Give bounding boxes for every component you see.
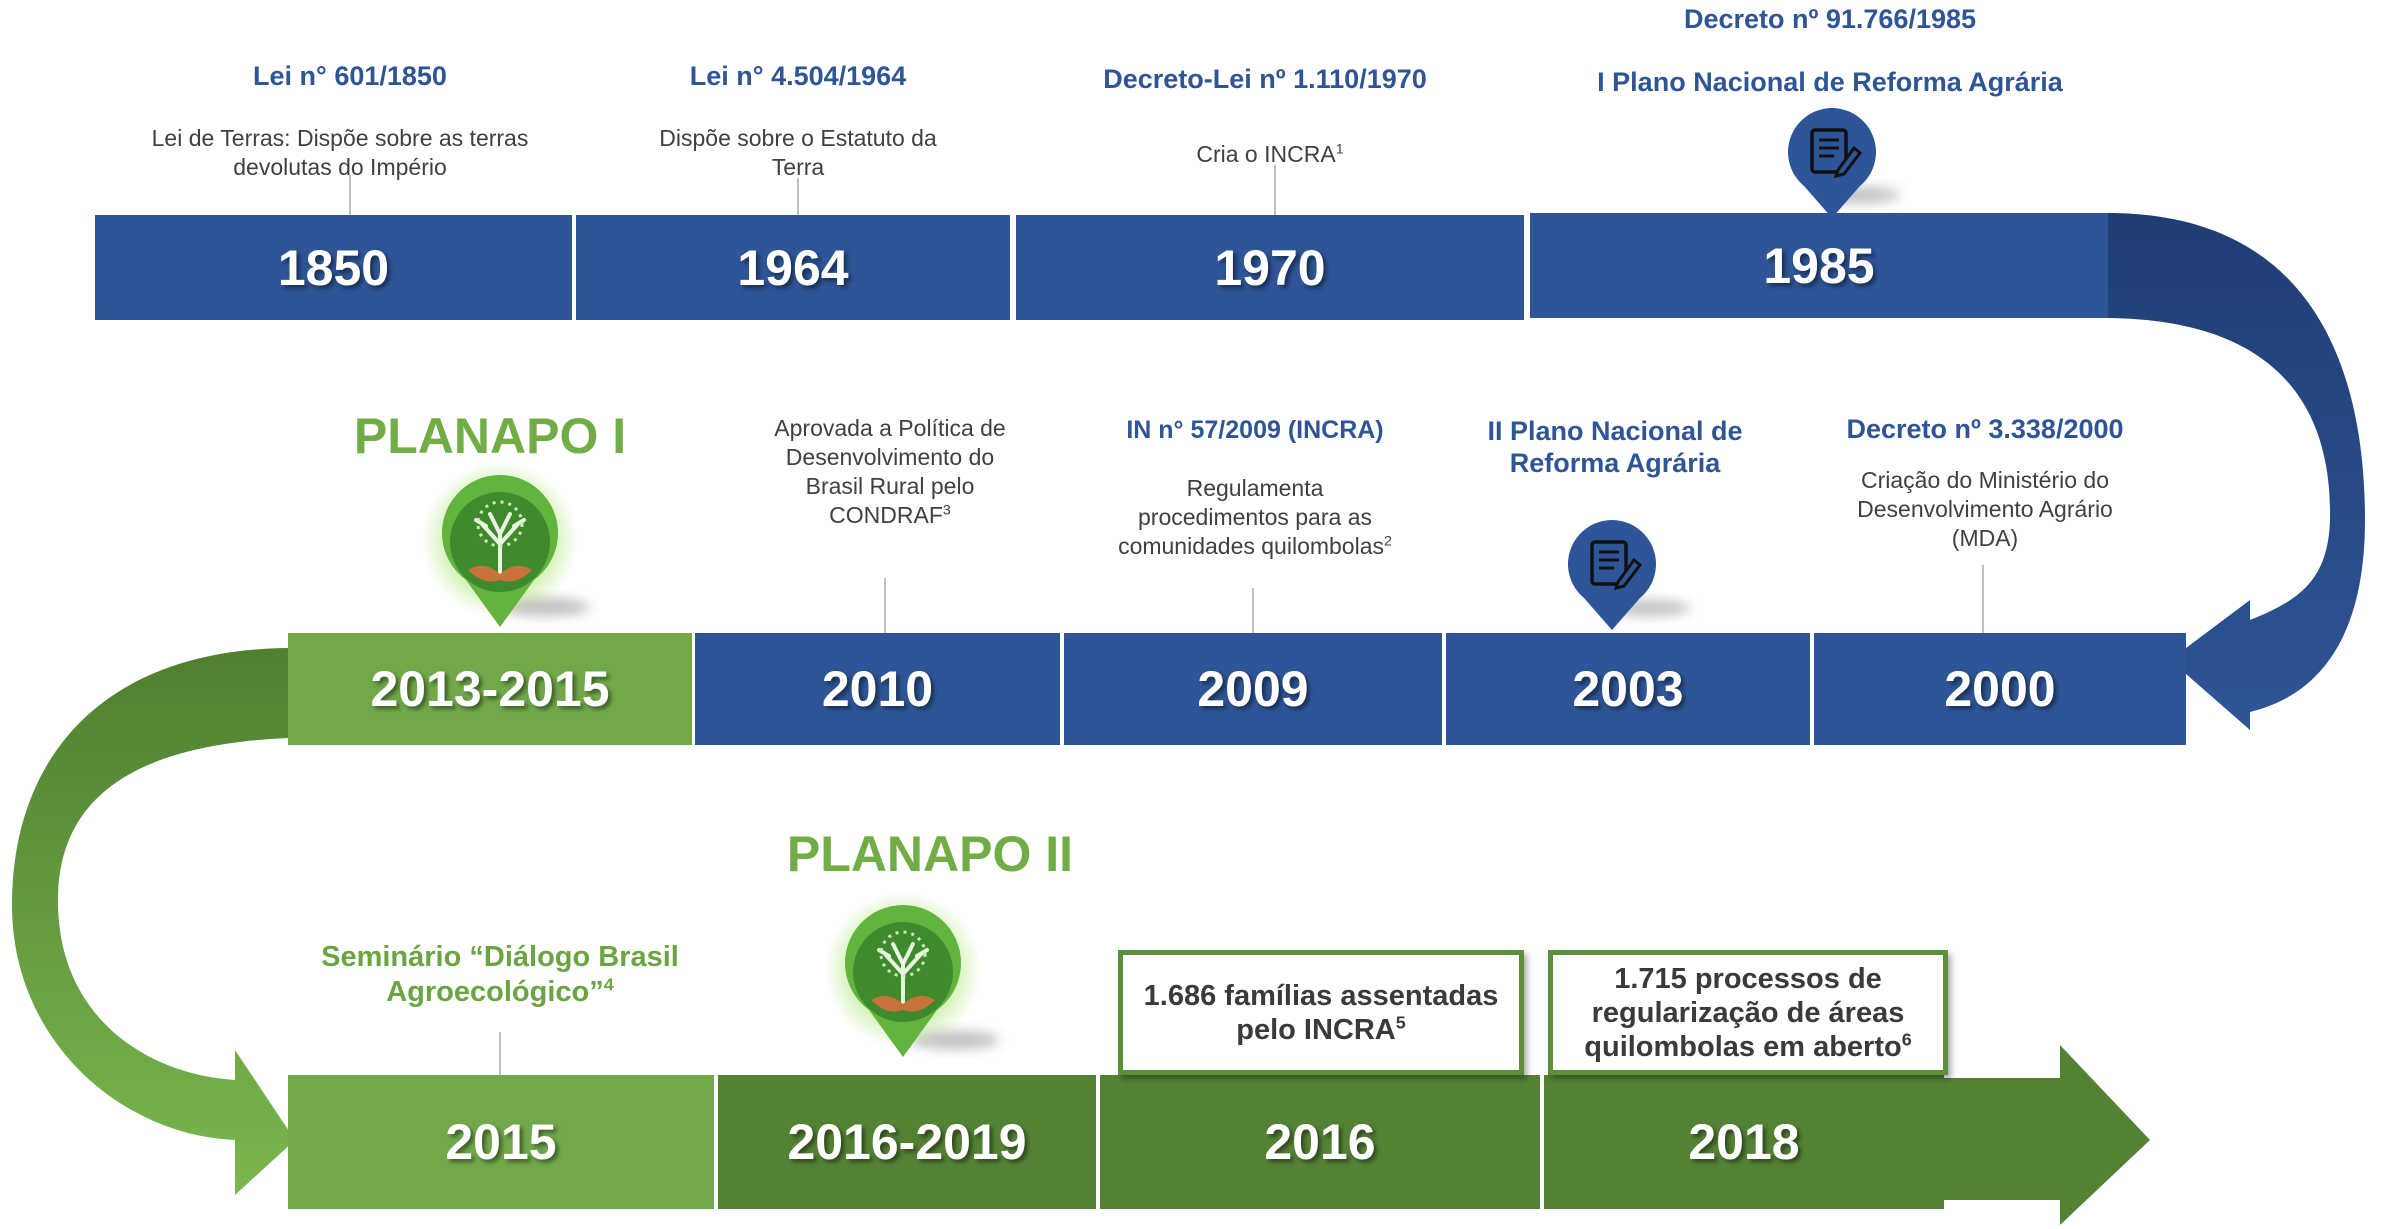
year-segment-1850: 1850 xyxy=(95,215,572,320)
year-label: 2015 xyxy=(445,1114,557,1170)
event-title-2009: IN n° 57/2009 (INCRA) xyxy=(1126,416,1384,444)
year-segment-2018: 2018 xyxy=(1544,1075,1944,1209)
event-desc-2010: Aprovada a Política de Desenvolvimento d… xyxy=(770,414,1010,530)
year-label: 2016-2019 xyxy=(787,1114,1027,1170)
year-label: 1964 xyxy=(737,239,849,296)
year-segment-2013-2015: 2013-2015 xyxy=(288,633,692,745)
year-label: 1850 xyxy=(277,239,390,296)
planapo-ii-title: PLANAPO II xyxy=(786,826,1074,882)
event-desc-2009: Regulamenta procedimentos para as comuni… xyxy=(1115,474,1395,561)
event-desc-2000: Criação do Ministério do Desenvolvimento… xyxy=(1857,467,2113,551)
year-label: 2000 xyxy=(1944,661,2056,717)
year-segment-2009: 2009 xyxy=(1064,633,1442,745)
blue-u-turn xyxy=(2108,213,2365,730)
document-pen-icon xyxy=(1568,520,1656,630)
year-segment-1964: 1964 xyxy=(576,215,1010,320)
year-segment-2010: 2010 xyxy=(695,633,1060,745)
final-arrow-head xyxy=(1940,1045,2150,1225)
year-label: 2010 xyxy=(821,661,934,717)
year-segment-2000: 2000 xyxy=(1814,633,2186,745)
green-u-turn xyxy=(12,648,295,1195)
event-title-1850: Lei n° 601/1850 xyxy=(253,61,447,91)
event-title-1964: Lei n° 4.504/1964 xyxy=(689,61,907,91)
highlight-box-2018: 1.715 processos de regularização de área… xyxy=(1548,950,1948,1075)
tree-hands-pin-icon xyxy=(422,462,578,627)
highlight-text-content: 1.715 processos de regularização de área… xyxy=(1584,962,1905,1063)
tree-hands-pin-icon xyxy=(825,892,981,1057)
highlight-text: 1.715 processos de regularização de área… xyxy=(1553,962,1943,1064)
event-desc-text: Regulamenta procedimentos para as comuni… xyxy=(1118,475,1384,559)
event-desc-text: Cria o INCRA xyxy=(1196,141,1336,167)
planapo-i-title: PLANAPO I xyxy=(353,408,627,464)
event-title-top-1985: Decreto nº 91.766/1985 xyxy=(1683,4,1977,34)
event-title-2000: Decreto nº 3.338/2000 xyxy=(1846,414,2124,444)
year-label: 1985 xyxy=(1763,237,1875,294)
year-segment-2016-2019: 2016-2019 xyxy=(718,1075,1096,1209)
year-label: 2018 xyxy=(1688,1114,1800,1170)
footnote-marker: 5 xyxy=(1395,1011,1406,1032)
highlight-text-content: 1.686 famílias assentadas pelo INCRA xyxy=(1143,979,1499,1046)
event-desc-1964: Dispõe sobre o Estatuto da Terra xyxy=(659,125,937,180)
event-title-text: Seminário “Diálogo Brasil Agroecológico” xyxy=(321,941,679,1008)
year-segment-2015: 2015 xyxy=(288,1075,714,1209)
event-desc-1850: Lei de Terras: Dispõe sobre as terras de… xyxy=(151,125,529,180)
event-title-1985: I Plano Nacional de Reforma Agrária xyxy=(1597,67,2063,97)
document-pen-icon xyxy=(1788,108,1876,218)
year-segment-2016: 2016 xyxy=(1100,1075,1540,1209)
event-title-2003: II Plano Nacional de Reforma Agrária xyxy=(1487,416,1743,478)
year-label: 2016 xyxy=(1264,1114,1376,1170)
highlight-box-2016: 1.686 famílias assentadas pelo INCRA5 xyxy=(1118,950,1524,1075)
highlight-text: 1.686 famílias assentadas pelo INCRA5 xyxy=(1123,979,1519,1047)
footnote-marker: 6 xyxy=(1901,1028,1912,1049)
event-desc-text: Aprovada a Política de Desenvolvimento d… xyxy=(774,415,1006,528)
year-label: 2009 xyxy=(1197,661,1309,717)
year-segment-2003: 2003 xyxy=(1446,633,1810,745)
year-label: 2003 xyxy=(1572,661,1684,717)
footnote-marker: 2 xyxy=(1384,533,1392,550)
year-label: 1970 xyxy=(1214,239,1326,296)
footnote-marker: 1 xyxy=(1335,141,1344,158)
footnote-marker: 3 xyxy=(942,502,951,519)
event-title-2015: Seminário “Diálogo Brasil Agroecológico”… xyxy=(320,940,680,1010)
footnote-marker: 4 xyxy=(603,974,614,995)
year-segment-1985: 1985 xyxy=(1530,213,2108,318)
event-desc-1970: Cria o INCRA1 xyxy=(1120,140,1420,169)
event-title-1970: Decreto-Lei nº 1.110/1970 xyxy=(1103,64,1427,94)
year-label: 2013-2015 xyxy=(370,661,610,717)
year-segment-1970: 1970 xyxy=(1016,215,1524,320)
